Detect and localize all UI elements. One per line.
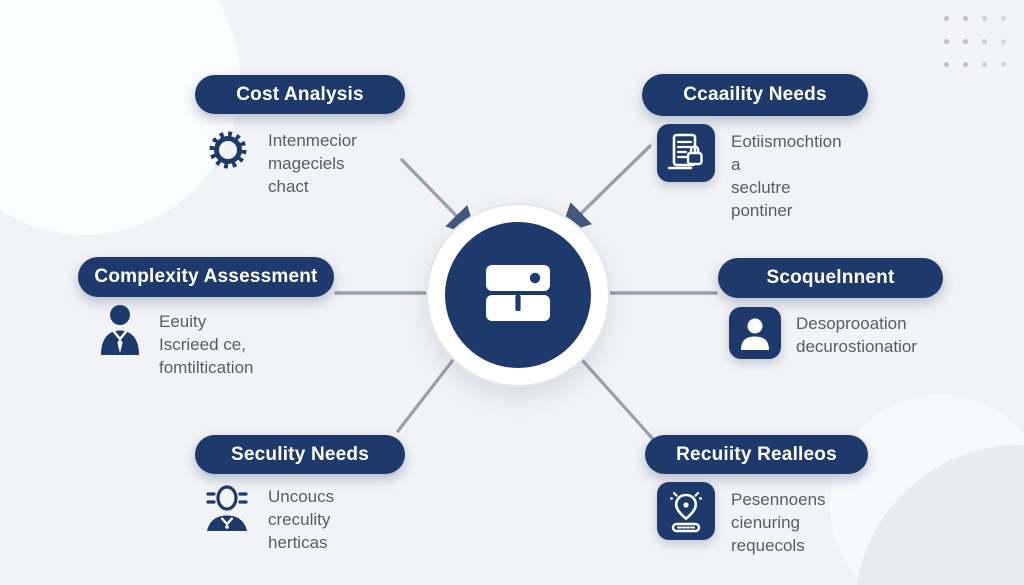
desc-line-2: seclutre pontiner (731, 178, 793, 220)
pill-capability-needs: Ccaaility Needs (642, 74, 868, 116)
connector-top-right (559, 144, 652, 235)
desc-cost-analysis: Intenmecior mageciels chact (204, 126, 357, 198)
document-lock-icon (657, 124, 715, 182)
pill-seculity-needs: Seculity Needs (195, 435, 405, 474)
pill-label: Ccaaility Needs (683, 84, 827, 105)
desc-line-2: creculity herticas (268, 510, 331, 552)
connector-bottom-left (396, 349, 462, 433)
central-hub-inner (445, 222, 591, 368)
desc-line-1: Eotiismochtion a (731, 132, 842, 174)
user-tile-icon (729, 307, 781, 359)
pill-label: Recuiity Realleos (676, 443, 837, 465)
server-storage-icon (484, 263, 552, 328)
pill-label: Scoquelnnent (766, 267, 895, 288)
desc-seculity-needs: Uncoucs creculity herticas (203, 481, 334, 554)
pill-recuiity-realleos: Recuiity Realleos (645, 435, 868, 474)
desc-capability-needs: Eotiismochtion a seclutre pontiner (657, 124, 842, 222)
desc-line-1: Desoprooation (796, 314, 907, 333)
pill-complexity-assessment: Complexity Assessment (78, 257, 334, 297)
pill-cost-analysis: Cost Analysis (195, 75, 405, 114)
pill-label: Complexity Assessment (94, 266, 318, 287)
desc-recuiity-realleos: Pesennoens cienuring requecols (657, 482, 826, 557)
desc-line-1: Intenmecior (268, 131, 357, 150)
idea-person-icon (203, 481, 251, 533)
pill-label: Cost Analysis (236, 83, 364, 105)
desc-line-2: decurostionatior (796, 337, 917, 356)
pill-label: Seculity Needs (231, 443, 369, 465)
desc-line-1: Uncoucs (268, 487, 335, 506)
desc-line-2: fomtiltication (159, 358, 254, 377)
desc-line-1: Pesennoens (731, 490, 826, 509)
desc-line-2: cienuring requecols (731, 513, 805, 555)
gear-icon (204, 126, 252, 174)
location-pin-icon (657, 482, 715, 540)
desc-line-1: Eeuity Iscrieed ce, (159, 312, 246, 354)
central-hub (426, 203, 610, 387)
connector-bottom-right (572, 349, 654, 440)
pill-scoquelnnent: Scoquelnnent (718, 258, 943, 298)
businessperson-icon (98, 303, 142, 357)
desc-line-2: mageciels chact (268, 154, 345, 196)
desc-complexity-assessment: Eeuity Iscrieed ce, fomtiltication (98, 303, 253, 379)
desc-scoquelnnent: Desoprooation decurostionatior (729, 307, 917, 359)
decorative-dots-grid (944, 16, 1006, 67)
